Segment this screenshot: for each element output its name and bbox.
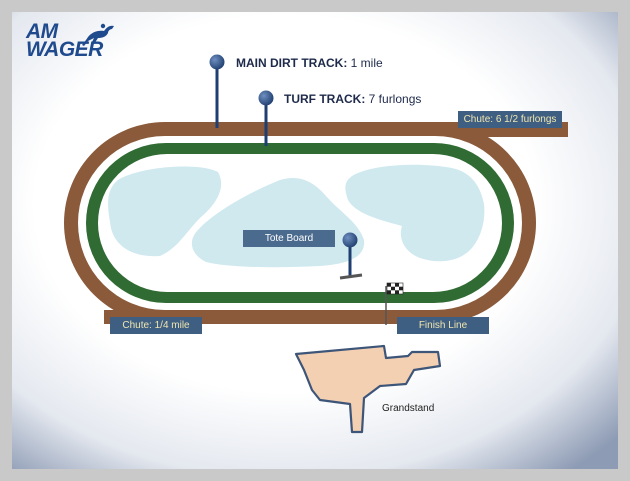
infield-lake-east: [345, 164, 485, 262]
turf-track-pin-icon: [258, 90, 274, 106]
grandstand-label: Grandstand: [382, 403, 435, 414]
finish-line-tag: Finish Line: [397, 317, 489, 334]
checkered-flag-icon: [386, 282, 404, 295]
logo-line-am: AM: [26, 20, 58, 43]
main-dirt-track-callout: MAIN DIRT TRACK: 1 mile: [236, 56, 383, 70]
main-dirt-track-name: MAIN DIRT TRACK:: [236, 56, 348, 70]
tote-board-pin-icon: [342, 232, 358, 248]
turf-track-length: 7 furlongs: [368, 92, 422, 106]
horse-and-jockey-icon: [82, 23, 114, 46]
dirt-track-pin-icon: [209, 54, 225, 70]
grandstand-building: [294, 344, 442, 434]
tote-board-base: [339, 273, 363, 280]
turf-track-name: TURF TRACK:: [284, 92, 366, 106]
logo-line-wager: WAGER: [26, 38, 103, 61]
am-wager-logo: AM WAGER: [26, 20, 118, 60]
infield-lake-west: [108, 166, 222, 257]
main-dirt-track-length: 1 mile: [350, 56, 383, 70]
chute-quarter-mile-tag: Chute: 1/4 mile: [110, 317, 202, 334]
chute-six-half-furlongs-tag: Chute: 6 1/2 furlongs: [458, 111, 562, 128]
turf-track-callout: TURF TRACK: 7 furlongs: [284, 92, 421, 106]
tote-board-tag: Tote Board: [243, 230, 335, 247]
